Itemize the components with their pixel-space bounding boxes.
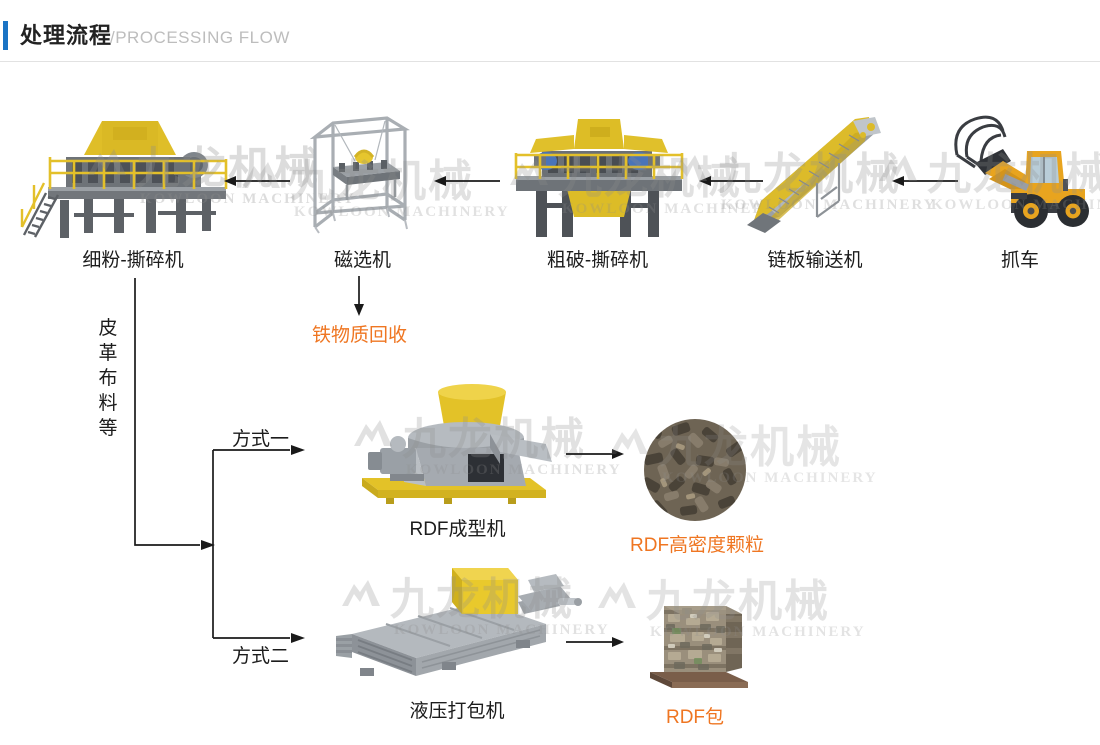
node-label-grab-truck: 抓车 [1000, 250, 1039, 271]
label-method-two: 方式二 [232, 646, 290, 667]
node-label-rdf-pelletizer: RDF成型机 [409, 519, 506, 540]
page-subtitle: /PROCESSING FLOW [110, 28, 290, 47]
rdf-pellets-icon [644, 419, 746, 521]
arrow-to-coarse-shredder [699, 176, 763, 186]
label-material-stream: 皮 革 布 料 等 [96, 316, 120, 441]
shredder-fine-icon [20, 121, 228, 238]
node-rdf-bale[interactable]: 九龙机械 KOWLOON MACHINERY RDF包 [598, 580, 864, 728]
arrow-to-rdf-pellets [566, 449, 624, 459]
arrow-to-fine-shredder [224, 176, 290, 186]
arrow-to-chain-conveyor [892, 176, 958, 186]
node-label-rdf-pellets: RDF高密度颗粒 [630, 535, 765, 556]
material-char: 等 [98, 418, 118, 439]
page-header: 处理流程 /PROCESSING FLOW [0, 0, 1100, 62]
node-chain-conveyor[interactable]: 九龙机械 KOWLOON MACHINERY 链板输送机 [669, 105, 935, 271]
label-method-one: 方式一 [232, 429, 290, 450]
rdf-bale-icon [650, 606, 748, 688]
node-grab-truck[interactable]: 九龙机械 KOWLOON MACHINERY 抓车 [879, 105, 1100, 271]
material-char: 皮 [98, 318, 118, 339]
grab-truck-icon [954, 115, 1089, 228]
node-label-coarse-shredder: 粗破-撕碎机 [546, 250, 649, 271]
node-hydraulic-baler[interactable]: 九龙机械 KOWLOON MACHINERY 液压打包机 [332, 558, 608, 722]
chain-conveyor-icon [747, 117, 881, 233]
arrow-to-iron-recovery [354, 276, 364, 316]
node-label-rdf-bale: RDF包 [665, 707, 725, 728]
node-rdf-pellets[interactable]: 九龙机械 KOWLOON MACHINERY RDF高密度颗粒 [610, 418, 876, 556]
arrow-to-rdf-bale [566, 637, 624, 647]
header-accent-bar [3, 21, 8, 50]
node-rdf-pelletizer[interactable]: 九龙机械 KOWLOON MACHINERY RDF成型机 [340, 382, 620, 540]
magnetic-separator-icon [309, 116, 410, 234]
hydraulic-baler-icon [336, 568, 582, 676]
rdf-pelletizer-icon [362, 384, 552, 504]
node-label-magnetic-separator: 磁选机 [333, 250, 391, 271]
material-char: 料 [98, 393, 118, 414]
node-magnetic-separator[interactable]: 九龙机械 KOWLOON MACHINERY 磁选机 [242, 105, 508, 271]
branch-routing-lines [134, 278, 305, 643]
node-label-hydraulic-baler: 液压打包机 [409, 701, 505, 722]
page-title: 处理流程 [20, 23, 113, 48]
label-iron-recovery: 铁物质回收 [311, 325, 407, 346]
node-coarse-shredder[interactable]: 九龙机械 KOWLOON MACHINERY 粗破-撕碎机 [500, 105, 776, 271]
node-label-fine-shredder: 细粉-撕碎机 [82, 250, 184, 271]
material-char: 布 [98, 368, 118, 389]
shredder-coarse-icon [514, 119, 684, 237]
arrow-to-magnetic-separator [434, 176, 500, 186]
node-label-chain-conveyor: 链板输送机 [767, 250, 863, 271]
node-fine-shredder[interactable]: 九龙机械 KOWLOON MACHINERY 细粉-撕碎机 [18, 105, 354, 271]
material-char: 革 [98, 343, 118, 364]
